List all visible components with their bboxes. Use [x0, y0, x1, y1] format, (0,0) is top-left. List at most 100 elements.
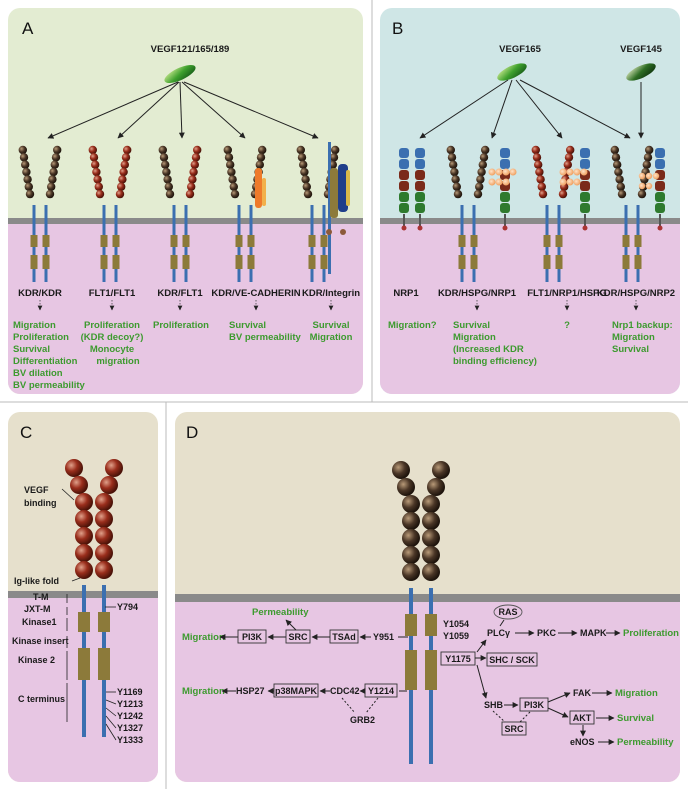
ig-domain: [105, 459, 123, 477]
integrin-chain: [328, 142, 331, 274]
hspg: [559, 178, 567, 186]
ig-domain: [50, 160, 59, 169]
ig-domain: [642, 160, 651, 169]
ig-domain: [187, 182, 196, 191]
nrp-domain: [415, 159, 425, 169]
ig-domain: [188, 175, 197, 184]
ig-domain: [450, 167, 459, 177]
svg-text:Proliferation: Proliferation: [153, 320, 209, 331]
nrp-domain: [655, 181, 665, 191]
integrin-head: [338, 164, 348, 212]
ig-domain: [432, 461, 450, 479]
site-y1169: Y1169: [117, 687, 143, 697]
nrp-domain: [655, 159, 665, 169]
receptor-nrp1: [399, 148, 425, 231]
effects-kdr-hspg-nrp1: Survival Migration (Increased KDR bindin…: [453, 320, 537, 367]
ig-domain: [301, 175, 310, 184]
effects-nrp1: Migration?: [388, 320, 437, 331]
ig-domain: [228, 175, 237, 184]
ig-domain: [481, 145, 490, 155]
hspg: [566, 168, 574, 176]
hspg: [573, 178, 581, 186]
kinase-domain: [182, 255, 190, 269]
ig-domain: [117, 182, 126, 191]
ig-domain: [531, 145, 540, 155]
ig-domain: [91, 160, 100, 169]
site-y1333: Y1333: [117, 735, 143, 745]
ig-domain: [299, 160, 308, 169]
kinase-domain: [458, 255, 466, 269]
kinase-domain: [634, 255, 642, 269]
node-grb2: GRB2: [350, 715, 375, 725]
effects-kdr-kdr: Migration Proliferation Survival Differe…: [13, 320, 86, 391]
node-ras: RAS: [493, 604, 523, 620]
receptor-name-a1: KDR/KDR: [18, 288, 62, 299]
ig-domain: [51, 153, 61, 162]
node-hsp27: HSP27: [236, 686, 265, 696]
panel-d: D Permeability Migration PI3K SRC TSAd Y…: [175, 412, 680, 782]
ig-domain: [637, 189, 647, 199]
node-akt: AKT: [569, 710, 595, 725]
ig-domain: [473, 189, 483, 199]
ig-domain: [95, 493, 113, 511]
ig-domain: [115, 189, 125, 199]
nrp-domain: [655, 192, 665, 202]
panel-b-ligand-165: VEGF165: [499, 44, 541, 55]
effects-flt1-nrp1-hspg: ?: [564, 320, 570, 331]
right-pathway-arrows: [475, 619, 621, 745]
ig-domain: [163, 175, 172, 184]
svg-text:BV permeability: BV permeability: [13, 380, 86, 391]
kinase-domain: [247, 235, 255, 247]
ig-domain: [532, 153, 542, 162]
ig-domain: [92, 167, 101, 177]
vegf145-ligand: [626, 63, 656, 81]
hspg: [645, 172, 653, 180]
kinase-domain: [543, 255, 551, 269]
hspg: [502, 168, 510, 176]
panel-b-letter: B: [392, 19, 403, 38]
ig-domain: [123, 145, 132, 155]
ig-domain: [479, 153, 489, 162]
site-y951: Y951: [373, 632, 394, 642]
ig-domain: [94, 182, 104, 191]
svg-text:PI3K: PI3K: [242, 632, 263, 642]
ig-domain: [185, 189, 195, 199]
kinase1-domain: [98, 612, 110, 632]
ig-domain: [45, 189, 55, 199]
site-y1059: Y1059: [443, 631, 469, 641]
ig-domain: [258, 145, 267, 155]
receptor-name-b1: NRP1: [393, 288, 419, 299]
svg-text:SRC: SRC: [504, 724, 524, 734]
nrp-domain: [415, 148, 425, 158]
integrin-head: [346, 170, 350, 206]
ig-domain: [158, 145, 167, 155]
ig-domain: [615, 175, 624, 184]
ig-domain: [75, 527, 93, 545]
hspg: [488, 178, 496, 186]
hspg: [502, 178, 510, 186]
label-kinase-insert: Kinase insert: [12, 636, 69, 646]
kinase-domain: [320, 255, 328, 269]
hspg: [645, 182, 653, 190]
svg-text:(Increased KDR: (Increased KDR: [453, 344, 524, 355]
svg-text:Monocyte: Monocyte: [90, 344, 134, 355]
svg-text:(KDR decoy?): (KDR decoy?): [81, 332, 144, 343]
kinase-domain: [247, 255, 255, 269]
label-vegf: VEGF: [24, 485, 49, 495]
kinase-domain: [112, 235, 120, 247]
left-pathway-arrows-2: [221, 688, 407, 714]
ig-domain: [610, 145, 619, 155]
kinase-domain: [170, 235, 178, 247]
ig-domain: [402, 495, 420, 513]
ligand-arrows-b: [419, 79, 644, 139]
svg-text:BV permeability: BV permeability: [229, 332, 302, 343]
ig-domain: [161, 160, 170, 169]
ig-domain: [422, 529, 440, 547]
ig-domain: [119, 167, 128, 177]
svg-text:Survival: Survival: [313, 320, 350, 331]
nrp-domain: [399, 192, 409, 202]
panel-b: B VEGF165 VEGF145 NRP1 KDR/HSPG/NRP1 FLT…: [380, 8, 680, 394]
panel-a: A VEGF121/165/189 KDR/KDR FLT1/FLT1 KDR/…: [8, 8, 363, 394]
ig-domain: [427, 478, 445, 496]
ig-domain: [422, 495, 440, 513]
